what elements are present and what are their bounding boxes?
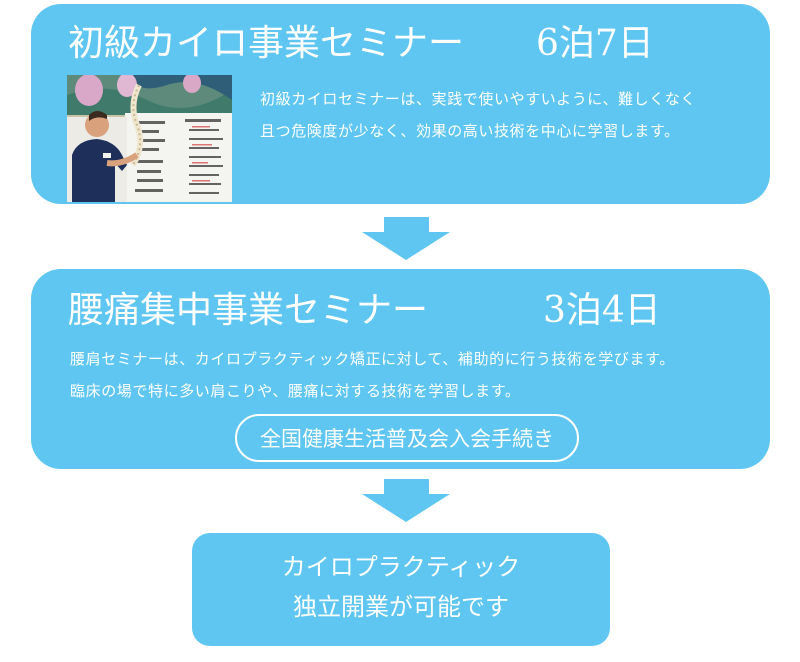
- step-title: 腰痛集中事業セミナー: [68, 290, 429, 331]
- step-box-beginner-seminar: 初級カイロ事業セミナー 6泊7日: [31, 4, 770, 204]
- description-line: 且つ危険度が少なく、効果の高い技術を中心に学習します。: [260, 122, 680, 140]
- seminar-photo: [67, 75, 232, 202]
- step-box-lumbar-seminar: 腰痛集中事業セミナー 3泊4日 腰肩セミナーは、カイロプラクティック矯正に対して…: [31, 269, 770, 469]
- down-arrow-icon: [362, 479, 450, 527]
- step-description: 初級カイロセミナーは、実践で使いやすいように、難しくなく 且つ危険度が少なく、効…: [260, 83, 696, 147]
- description-line: 臨床の場で特に多い肩こりや、腰痛に対する技術を学習します。: [70, 382, 521, 400]
- step-description: 腰肩セミナーは、カイロプラクティック矯正に対して、補助的に行う技術を学びます。 …: [70, 343, 675, 407]
- step-duration: 6泊7日: [536, 23, 654, 64]
- membership-registration-button[interactable]: 全国健康生活普及会入会手続き: [235, 414, 579, 462]
- result-line: 独立開業が可能です: [293, 593, 509, 621]
- description-line: 腰肩セミナーは、カイロプラクティック矯正に対して、補助的に行う技術を学びます。: [70, 350, 675, 368]
- down-arrow-icon: [362, 217, 450, 265]
- description-line: 初級カイロセミナーは、実践で使いやすいように、難しくなく: [260, 90, 697, 108]
- step-title: 初級カイロ事業セミナー: [68, 23, 465, 64]
- step-duration: 3泊4日: [543, 290, 661, 331]
- result-box-independent-practice: カイロプラクティック 独立開業が可能です: [192, 533, 610, 646]
- result-line: カイロプラクティック: [281, 553, 521, 581]
